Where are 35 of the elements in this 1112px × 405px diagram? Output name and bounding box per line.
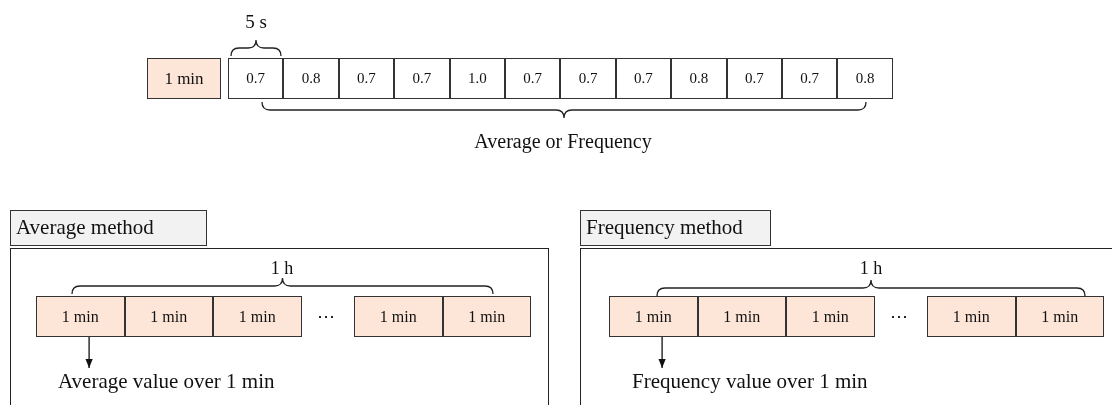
value-cell: 0.8 bbox=[837, 58, 893, 99]
value-cell: 0.8 bbox=[283, 58, 339, 99]
minute-cell: 1 min bbox=[927, 296, 1016, 337]
time-cell: 1 min bbox=[147, 58, 221, 99]
value-cell: 0.7 bbox=[615, 58, 672, 99]
minute-cell: 1 min bbox=[36, 296, 125, 337]
duration-label: 1 h bbox=[270, 257, 294, 279]
minute-cell: 1 min bbox=[697, 296, 786, 337]
value-cell: 0.7 bbox=[782, 58, 838, 99]
minute-cell: 1 min bbox=[354, 296, 443, 337]
aggregation-label: Average or Frequency bbox=[474, 129, 652, 153]
minute-cell: 1 min bbox=[609, 296, 698, 337]
minute-cell: 1 min bbox=[786, 296, 875, 337]
duration-label: 1 h bbox=[859, 257, 883, 279]
panel-tab: Average method bbox=[10, 210, 207, 246]
value-cell: 0.7 bbox=[394, 58, 450, 99]
value-cell: 0.7 bbox=[726, 58, 782, 99]
minute-cell: 1 min bbox=[213, 296, 302, 337]
value-cell: 0.7 bbox=[505, 58, 561, 99]
value-cell: 0.8 bbox=[671, 58, 727, 99]
minute-cell: 1 min bbox=[1015, 296, 1104, 337]
value-cell: 0.7 bbox=[228, 58, 284, 99]
arrow bbox=[85, 336, 93, 369]
minute-cell: 1 min bbox=[442, 296, 531, 337]
ellipsis: ⋯ bbox=[890, 305, 908, 327]
minute-cell: 1 min bbox=[124, 296, 213, 337]
panel-tab: Frequency method bbox=[580, 210, 771, 246]
result-text: Average value over 1 min bbox=[58, 366, 275, 396]
value-cell: 0.7 bbox=[560, 58, 616, 99]
result-text: Frequency value over 1 min bbox=[632, 366, 868, 396]
value-cell: 0.7 bbox=[338, 58, 395, 99]
arrow bbox=[658, 336, 666, 369]
ellipsis: ⋯ bbox=[317, 305, 335, 327]
duration-label: 5 s bbox=[245, 11, 267, 33]
value-cell: 1.0 bbox=[449, 58, 505, 99]
